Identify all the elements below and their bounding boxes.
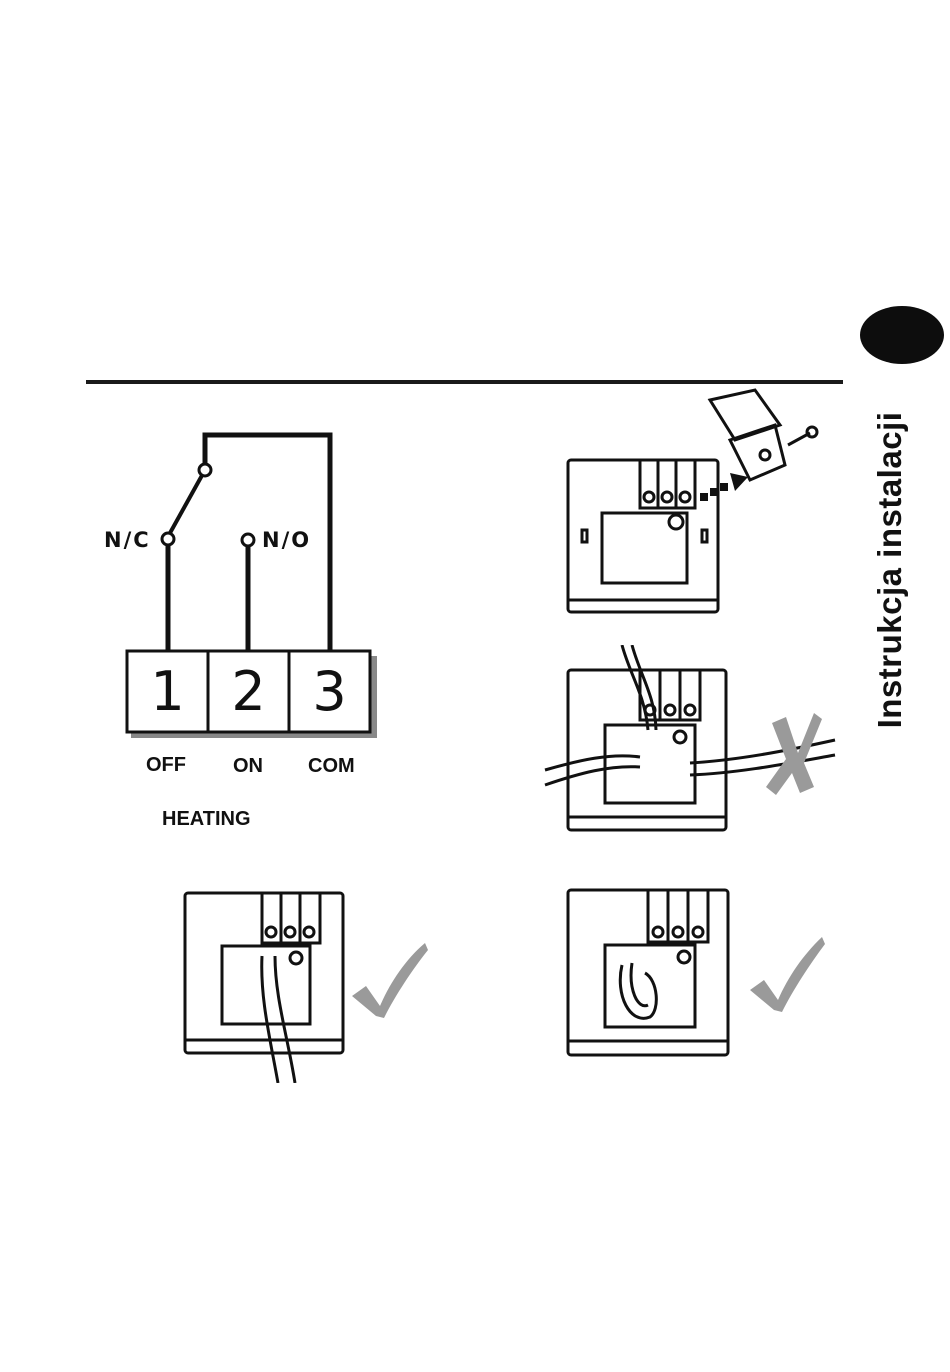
- terminal-label-com: COM: [308, 755, 355, 778]
- header-rule: [86, 380, 843, 384]
- insert-arrow-icon: [730, 473, 748, 491]
- figure-correct-straight: [180, 888, 430, 1083]
- backplate-outline: [568, 670, 726, 830]
- terminal-label-off: OFF: [146, 754, 186, 777]
- check-mark-icon: [352, 943, 428, 1018]
- no-label: N/O: [262, 528, 311, 552]
- no-contact: [242, 534, 254, 546]
- terminal-label-on: ON: [233, 755, 263, 778]
- backplate-window: [602, 513, 687, 583]
- heating-label: HEATING: [162, 808, 251, 831]
- figure-correct-looped: [560, 885, 830, 1080]
- terminal-number: 2: [208, 660, 289, 723]
- check-mark-icon: [750, 937, 825, 1012]
- side-tab-title-text: Instrukcja instalacji: [871, 412, 909, 729]
- nc-label: N/C: [104, 528, 151, 552]
- backplate-window: [605, 945, 695, 1027]
- side-tab-title: Instrukcja instalacji: [860, 395, 920, 745]
- nc-contact: [162, 533, 174, 545]
- cross-mark-icon: [766, 713, 822, 795]
- terminal-strip: [648, 890, 708, 942]
- switch-arm: [170, 470, 205, 533]
- figure-wrong-routing: [540, 645, 840, 845]
- figure-connector-removal: [560, 385, 825, 625]
- backplate-window: [605, 725, 695, 803]
- pivot-contact: [199, 464, 211, 476]
- looped-cable: [620, 965, 656, 1018]
- terminal-number: 1: [127, 660, 208, 723]
- section-tab-marker: [860, 306, 944, 364]
- terminal-number: 3: [289, 660, 370, 723]
